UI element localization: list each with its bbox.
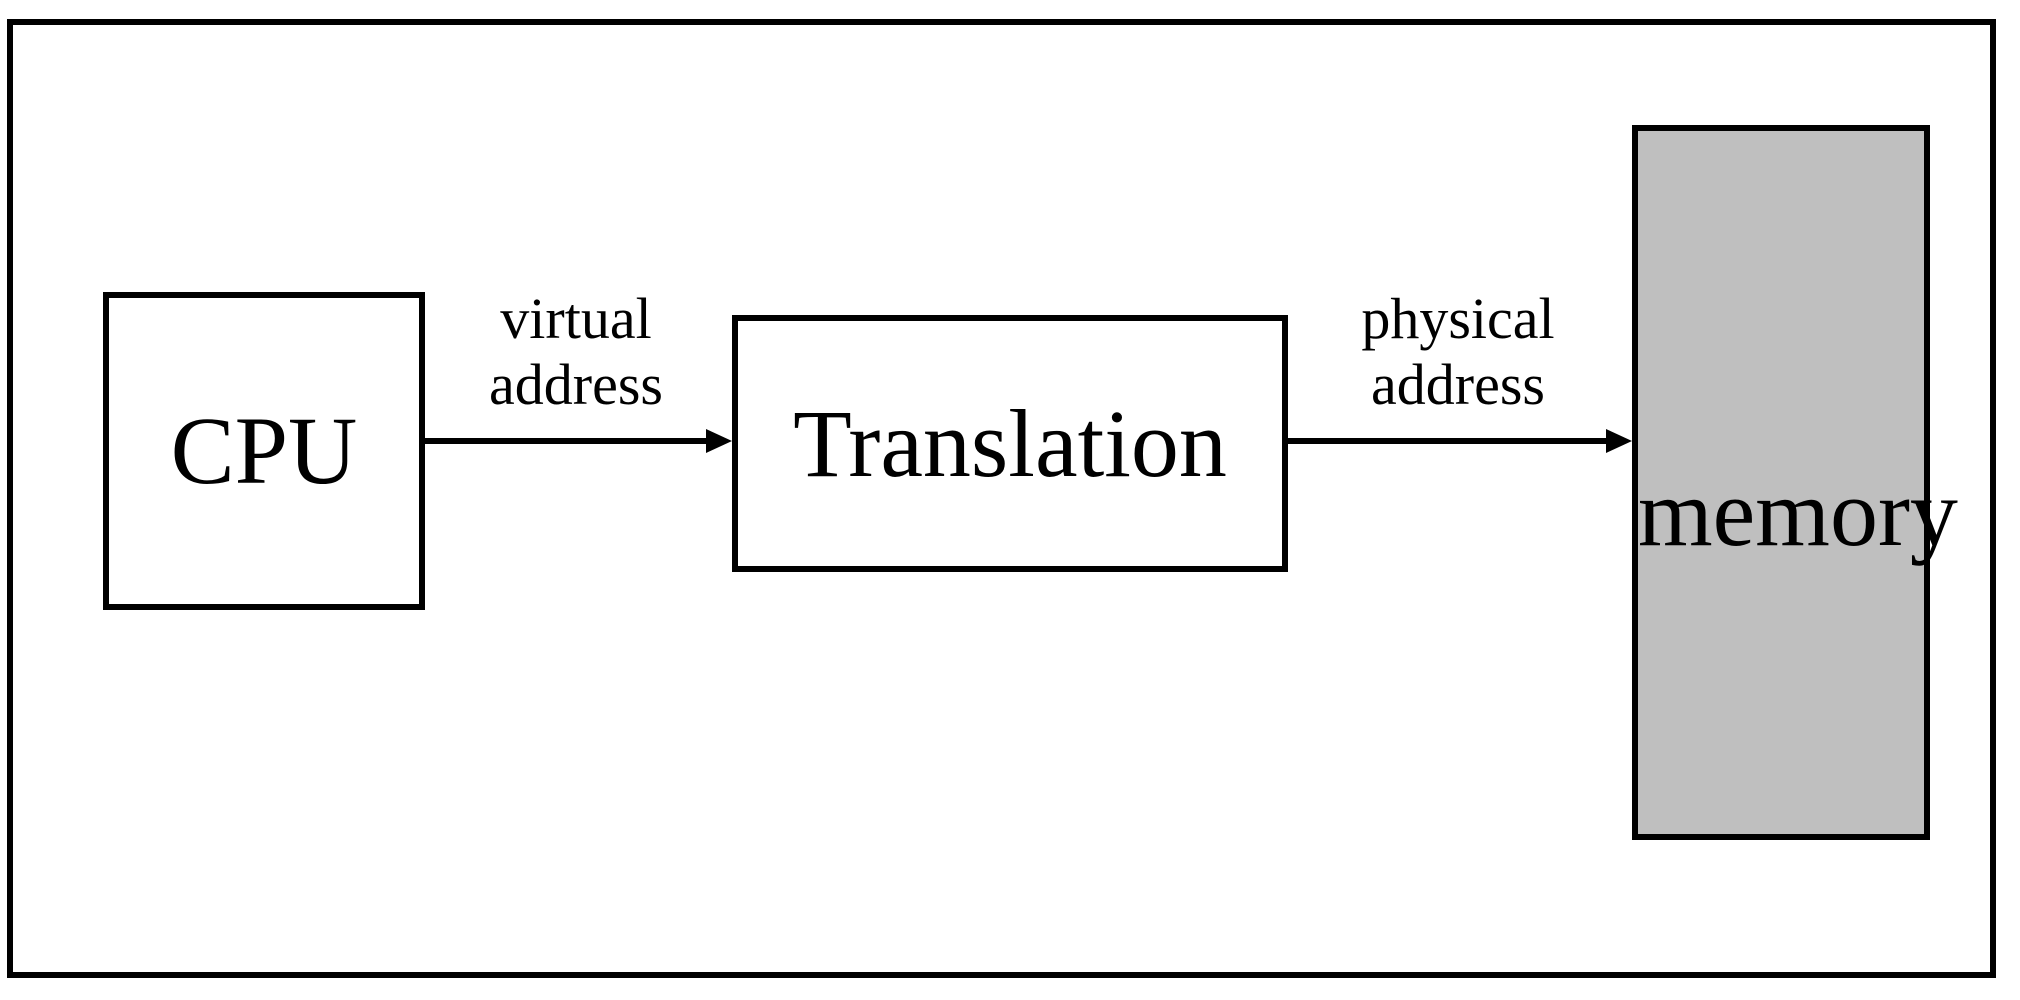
edge-line (1282, 438, 1608, 444)
node-memory[interactable]: memory (1632, 125, 1958, 840)
edge-label-physical-address-line2: address (1371, 351, 1545, 417)
node-translation[interactable]: Translation (732, 315, 1288, 572)
node-cpu-label: CPU (170, 397, 358, 504)
edge-label-physical-address-line1: physical (1361, 286, 1555, 351)
arrowhead-icon (1606, 429, 1632, 453)
edge-label-virtual-address-line2: address (489, 351, 663, 417)
edge-label-virtual-address: virtual address (418, 286, 734, 417)
outer-frame-border (7, 19, 1996, 978)
node-cpu[interactable]: CPU (103, 292, 425, 610)
edge-label-virtual-address-line1: virtual (500, 286, 652, 351)
edge-label-physical-address: physical address (1300, 286, 1616, 417)
edge-line (420, 438, 708, 444)
arrowhead-icon (706, 429, 732, 453)
node-translation-label: Translation (793, 389, 1227, 497)
edge-cpu-to-translation (420, 429, 732, 453)
node-memory-label: memory (1638, 459, 1958, 566)
edge-translation-to-memory (1282, 429, 1632, 453)
